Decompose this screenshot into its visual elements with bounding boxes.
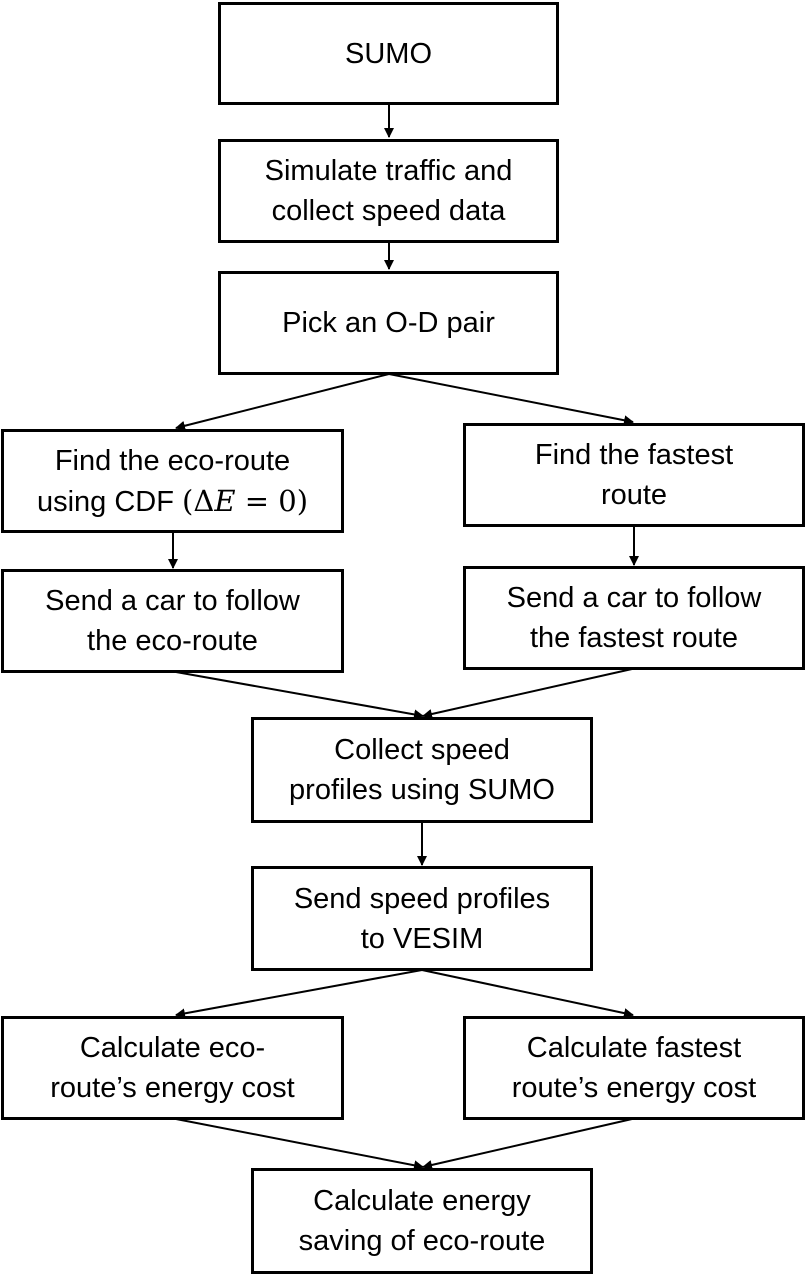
node-simulate-traffic-line-2: collect speed data — [271, 195, 506, 227]
node-send-car-eco: Send a car to follow the eco-route — [1, 569, 344, 673]
node-sumo: SUMO — [218, 2, 559, 105]
node-find-fastest-route: Find the fastest route — [463, 423, 805, 527]
node-calc-eco-cost: Calculate eco- route’s energy cost — [1, 1016, 344, 1120]
arrow-pick-to-find-fast — [388, 373, 634, 426]
node-calc-eco-cost-line-1: Calculate eco- — [79, 1032, 266, 1064]
node-calc-energy-saving-line-1: Calculate energy — [313, 1185, 531, 1217]
node-calc-fastest-cost: Calculate fastest route’s energy cost — [463, 1016, 805, 1120]
arrow-calc-fast-to-calc-saving — [422, 1118, 633, 1170]
node-calc-fastest-cost-line-2: route’s energy cost — [511, 1072, 757, 1104]
node-calc-eco-cost-line-2: route’s energy cost — [50, 1072, 295, 1104]
node-send-car-eco-line-2: the eco-route — [87, 625, 258, 657]
arrow-send-fast-to-collect — [422, 668, 633, 719]
node-sumo-line-1: SUMO — [345, 37, 432, 70]
node-collect-speed-profiles: Collect speed profiles using SUMO — [251, 717, 593, 823]
node-collect-speed-profiles-line-2: profiles using SUMO — [289, 774, 555, 806]
node-find-eco-route-line-2: using CDF (ΔE = 0) — [37, 481, 308, 522]
node-find-eco-route: Find the eco-route using CDF (ΔE = 0) — [1, 429, 344, 533]
delta-e-equation: (ΔE = 0) — [182, 483, 309, 518]
arrow-send-eco-to-collect — [175, 671, 424, 720]
node-find-fastest-route-line-2: route — [600, 479, 668, 511]
node-send-car-eco-line-1: Send a car to follow — [45, 585, 300, 617]
node-send-to-vesim-line-2: to VESIM — [360, 922, 484, 955]
arrow-calc-eco-to-calc-saving — [175, 1118, 424, 1171]
node-simulate-traffic-line-1: Simulate traffic and — [264, 155, 513, 187]
node-calc-fastest-cost-line-1: Calculate fastest — [526, 1032, 742, 1064]
node-find-eco-route-text: using CDF — [36, 485, 174, 518]
node-find-eco-route-line-1: Find the eco-route — [54, 444, 291, 477]
node-send-to-vesim-line-1: Send speed profiles — [293, 882, 551, 915]
arrow-send-vesim-to-calc-eco — [175, 969, 423, 1019]
arrow-send-vesim-to-calc-fast — [421, 969, 634, 1019]
node-pick-od-pair: Pick an O-D pair — [218, 271, 559, 375]
node-send-car-fastest-line-2: the fastest route — [530, 622, 738, 654]
node-send-car-fastest: Send a car to follow the fastest route — [463, 566, 805, 670]
node-find-fastest-route-line-1: Find the fastest — [534, 439, 734, 471]
node-collect-speed-profiles-line-1: Collect speed — [334, 734, 510, 766]
node-send-car-fastest-line-1: Send a car to follow — [506, 582, 762, 614]
node-send-to-vesim: Send speed profiles to VESIM — [251, 866, 593, 971]
node-calc-energy-saving-line-2: saving of eco-route — [298, 1225, 546, 1257]
node-pick-od-pair-line-1: Pick an O-D pair — [282, 307, 495, 339]
node-calc-energy-saving: Calculate energy saving of eco-route — [251, 1168, 593, 1274]
node-simulate-traffic: Simulate traffic and collect speed data — [218, 139, 559, 243]
arrow-pick-to-find-eco — [175, 373, 390, 431]
